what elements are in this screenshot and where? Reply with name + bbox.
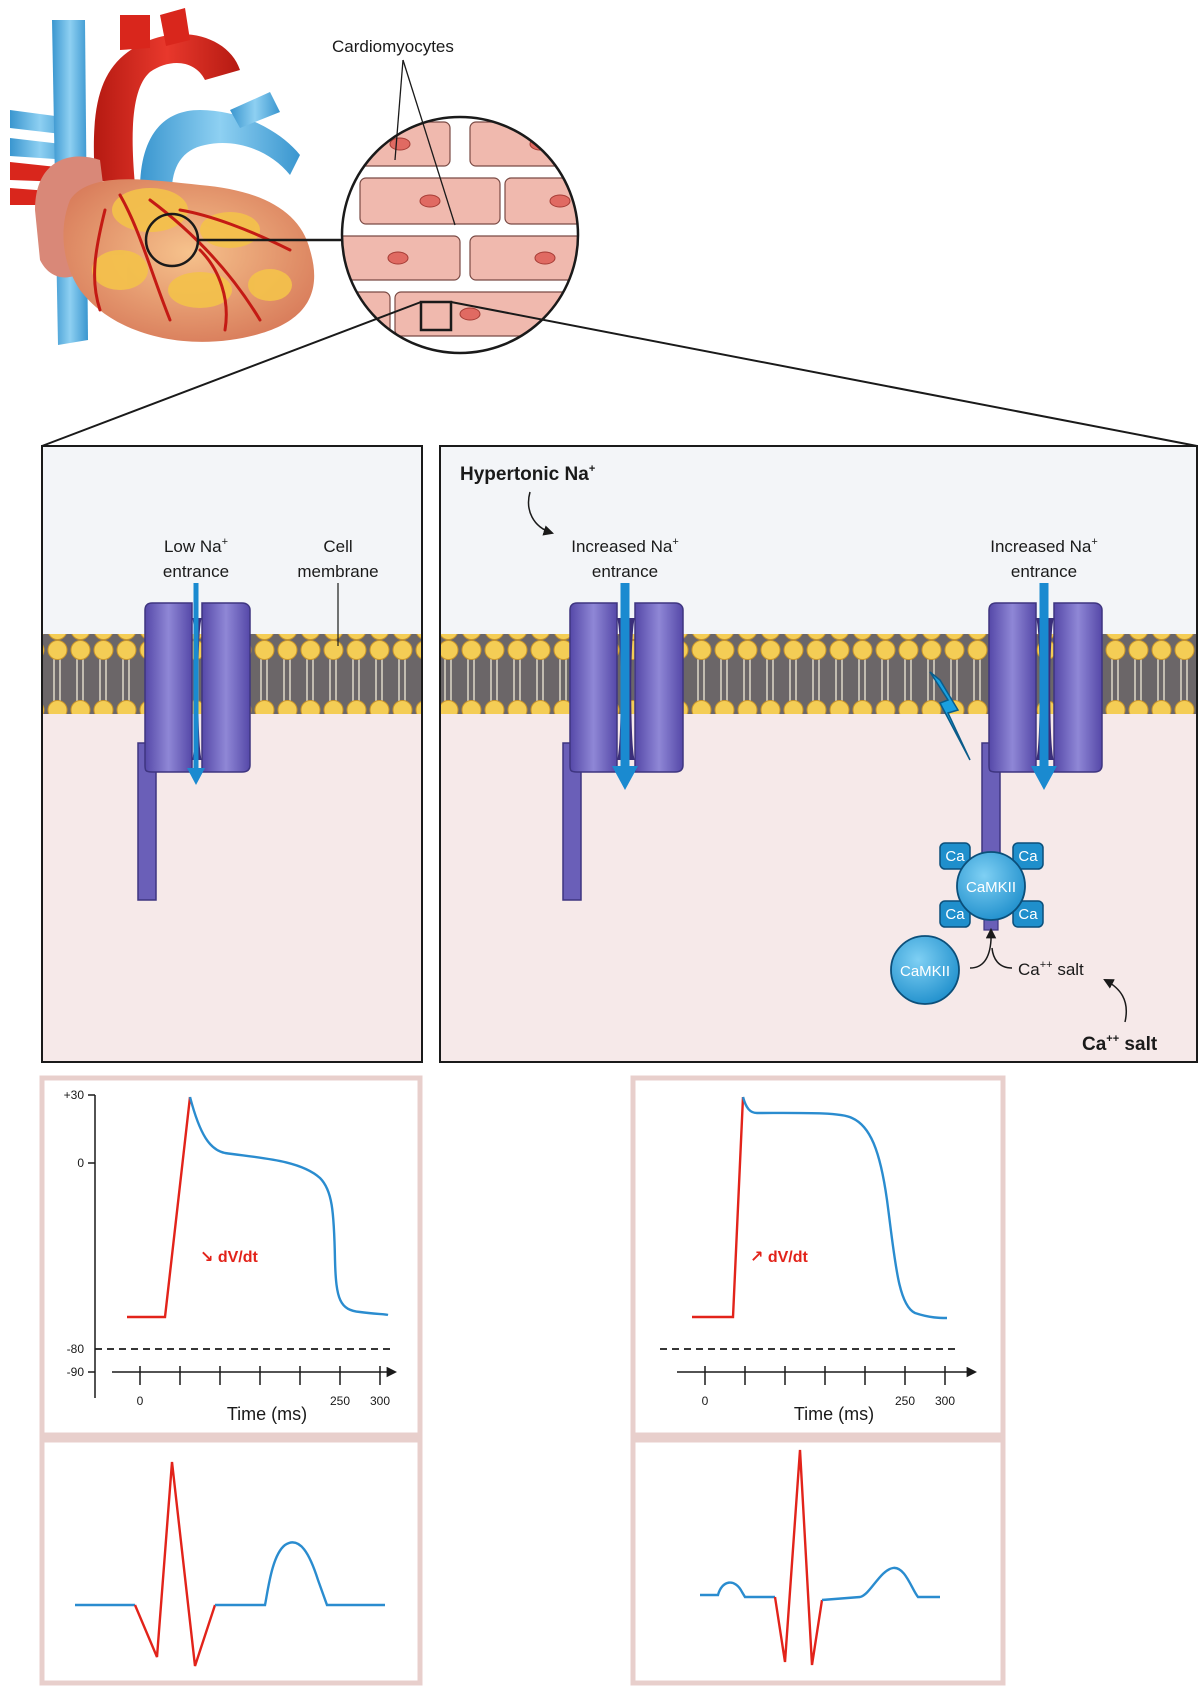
low-na-label: Low Na+ [164, 536, 228, 556]
xtick-300: 300 [370, 1394, 390, 1408]
camkii-free: CaMKII [890, 935, 960, 1005]
ca-salt-small-label: Ca++ salt [1018, 959, 1084, 979]
ytick-0: 0 [77, 1156, 84, 1170]
cardiomyocyte-tissue-circle [340, 115, 580, 355]
ca-site-2: Ca [1018, 848, 1038, 865]
increased-na-entrance-1: entrance [592, 562, 658, 581]
x-axis-label-right: Time (ms) [794, 1404, 874, 1424]
camkii-bound-complex: Ca Ca Ca Ca CaMKII [939, 842, 1044, 931]
zoom-target-box [419, 300, 453, 332]
increased-na-label-2: Increased Na+ [990, 536, 1098, 556]
cell-membrane-label-2: membrane [297, 562, 378, 581]
ca-site-4: Ca [1018, 906, 1038, 923]
xtick-250-right: 250 [895, 1394, 915, 1408]
camkii-free-label: CaMKII [900, 963, 950, 980]
ca-site-3: Ca [945, 906, 965, 923]
sodium-channel-left [137, 602, 251, 901]
dvdt-increased-label: ↗ dV/dt [750, 1249, 809, 1266]
camkii-bound-label: CaMKII [966, 879, 1016, 896]
action-potential-left: +30 0 -80 -90 0 250 300 Time (ms) ↘ dV/d… [39, 1075, 423, 1438]
hypertonic-na-label: Hypertonic Na+ [460, 463, 595, 485]
heart-illustration [10, 8, 315, 345]
action-potential-right: 0 250 300 Time (ms) ↗ dV/dt [630, 1075, 1006, 1438]
increased-na-entrance-2: entrance [1011, 562, 1077, 581]
ytick-minus80: -80 [67, 1342, 85, 1356]
xtick-0: 0 [137, 1394, 144, 1408]
cell-membrane-label-1: Cell [323, 537, 352, 556]
low-na-entrance-label: entrance [163, 562, 229, 581]
left-membrane-panel: Low Na+ entrance Cell membrane [41, 445, 423, 1063]
ca-site-1: Ca [945, 848, 965, 865]
dvdt-decreased-label: ↘ dV/dt [200, 1249, 259, 1266]
ecg-left [39, 1437, 423, 1686]
right-membrane-panel: Ca Ca Ca Ca CaMKII CaMKII Ca++ salt Ca++… [439, 445, 1198, 1063]
increased-na-label-1: Increased Na+ [571, 536, 679, 556]
x-axis-label: Time (ms) [227, 1404, 307, 1424]
ca-salt-bold-label: Ca++ salt [1082, 1033, 1158, 1055]
sodium-channel-right-1 [562, 602, 684, 901]
xtick-0-right: 0 [702, 1394, 709, 1408]
xtick-300-right: 300 [935, 1394, 955, 1408]
ytick-minus90: -90 [67, 1365, 85, 1379]
phosphorylation-bolt-icon [929, 671, 971, 761]
cardiomyocytes-label: Cardiomyocytes [332, 37, 454, 56]
ytick-plus30: +30 [64, 1088, 85, 1102]
xtick-250: 250 [330, 1394, 350, 1408]
ecg-right [630, 1437, 1006, 1686]
sodium-channel-right-2 [981, 602, 1103, 901]
